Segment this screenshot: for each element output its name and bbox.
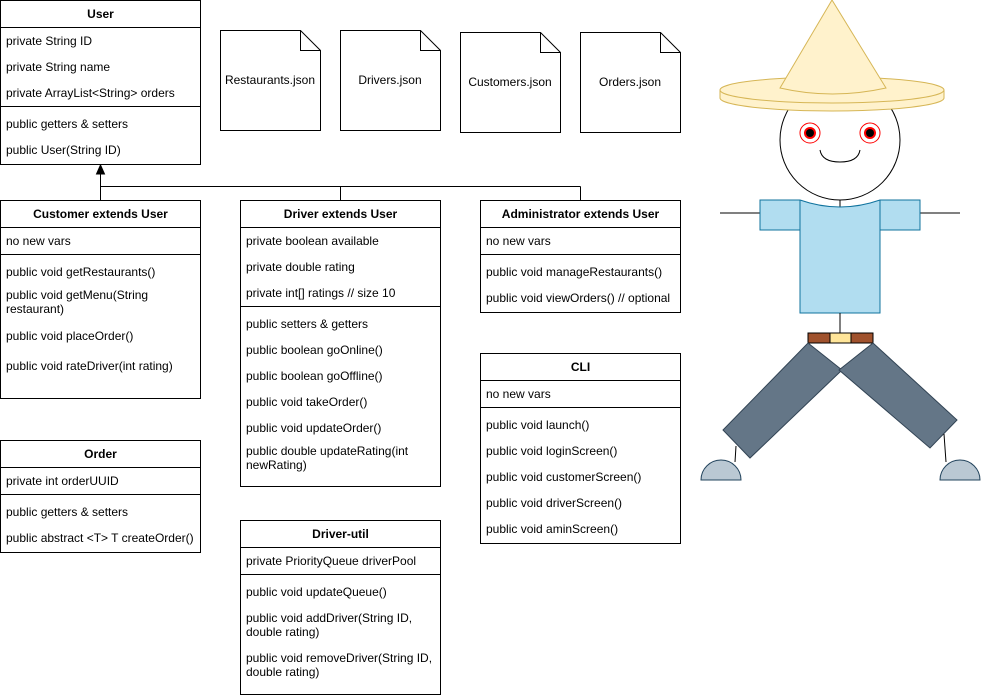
file-icon [580, 32, 681, 133]
left-shoe [700, 459, 742, 481]
class-order: Order private int orderUUID public gette… [0, 440, 201, 553]
class-driver-util: Driver-util private PriorityQueue driver… [240, 520, 441, 695]
field: private int[] ratings // size 10 [246, 286, 396, 300]
field: private String ID [6, 34, 93, 48]
method: public void removeDriver(String ID, doub… [246, 651, 433, 679]
file-label: Restaurants.json [224, 73, 316, 87]
fields-section: no new vars [1, 228, 200, 255]
field: private String name [6, 60, 111, 74]
file-drivers: Drivers.json [340, 30, 440, 130]
fields-section: no new vars [481, 381, 680, 408]
field: no new vars [486, 387, 551, 401]
class-name: Order [1, 441, 200, 468]
fields-section: no new vars [481, 228, 680, 255]
methods-section: public setters & getters public boolean … [241, 307, 440, 475]
smile [819, 149, 861, 163]
method: public abstract <T> T createOrder() [6, 531, 194, 545]
method: public void viewOrders() // optional [486, 291, 671, 305]
method: public void takeOrder() [246, 395, 368, 409]
method: public void addDriver(String ID, double … [246, 611, 413, 639]
field: private PriorityQueue driverPool [246, 554, 417, 568]
class-name: CLI [481, 354, 680, 381]
file-customers: Customers.json [460, 32, 560, 132]
fields-section: private PriorityQueue driverPool [241, 548, 440, 575]
method: public void rateDriver(int rating) [6, 359, 173, 373]
file-orders: Orders.json [580, 32, 680, 132]
file-label: Drivers.json [358, 73, 422, 87]
class-cli: CLI no new vars public void launch() pub… [480, 353, 681, 544]
fields-section: private boolean available private double… [241, 228, 440, 307]
class-name: Driver-util [241, 521, 440, 548]
method: public boolean goOnline() [246, 343, 383, 357]
methods-section: public void launch() public void loginSc… [481, 408, 680, 542]
methods-section: public void updateQueue() public void ad… [241, 575, 440, 685]
method: public double updateRating(int newRating… [246, 444, 409, 472]
class-name: Administrator extends User [481, 201, 680, 228]
methods-section: public void getRestaurants() public void… [1, 255, 200, 379]
methods-section: public getters & setters public User(Str… [1, 107, 200, 163]
class-administrator: Administrator extends User no new vars p… [480, 200, 681, 313]
class-name: User [1, 1, 200, 28]
field: private boolean available [246, 234, 379, 248]
method: public getters & setters [6, 117, 129, 131]
file-label: Customers.json [468, 75, 552, 89]
method: public void updateOrder() [246, 421, 382, 435]
field: private ArrayList<String> orders [6, 86, 175, 100]
methods-section: public getters & setters public abstract… [1, 495, 200, 551]
file-shapes [220, 30, 681, 133]
class-driver: Driver extends User private boolean avai… [240, 200, 441, 487]
class-user: User private String ID private String na… [0, 0, 201, 165]
fields-section: private String ID private String name pr… [1, 28, 200, 107]
method: public setters & getters [246, 317, 369, 331]
method: public User(String ID) [6, 143, 121, 157]
hat-cone [779, 0, 887, 95]
method: public void loginScreen() [486, 444, 618, 458]
arrowhead-icon [95, 163, 106, 175]
fields-section: private int orderUUID [1, 468, 200, 495]
method: public getters & setters [6, 505, 129, 519]
file-icon [220, 30, 321, 131]
left-leg [722, 342, 843, 459]
field: no new vars [6, 234, 71, 248]
method: public void placeOrder() [6, 329, 134, 343]
method: public void driverScreen() [486, 496, 623, 510]
method: public void manageRestaurants() [486, 265, 663, 279]
shirt [759, 199, 921, 314]
field: private int orderUUID [6, 474, 119, 488]
method: public void getMenu(String restaurant) [6, 288, 149, 316]
field: private double rating [246, 260, 355, 274]
method: public void customerScreen() [486, 470, 642, 484]
belt-buckle [829, 332, 852, 344]
right-leg [838, 342, 958, 449]
class-name: Customer extends User [1, 201, 200, 228]
method: public void aminScreen() [486, 522, 619, 536]
method: public void updateQueue() [246, 585, 387, 599]
class-customer: Customer extends User no new vars public… [0, 200, 201, 399]
method: public void launch() [486, 418, 590, 432]
inheritance-connectors [95, 163, 581, 200]
right-shoe [939, 459, 981, 481]
field: no new vars [486, 234, 551, 248]
file-label: Orders.json [598, 75, 662, 89]
file-icon [460, 32, 561, 133]
method: public boolean goOffline() [246, 369, 383, 383]
class-name: Driver extends User [241, 201, 440, 228]
stick-figure [700, 0, 981, 481]
file-icon [340, 30, 441, 131]
file-restaurants: Restaurants.json [220, 30, 320, 130]
method: public void getRestaurants() [6, 265, 156, 279]
methods-section: public void manageRestaurants() public v… [481, 255, 680, 311]
